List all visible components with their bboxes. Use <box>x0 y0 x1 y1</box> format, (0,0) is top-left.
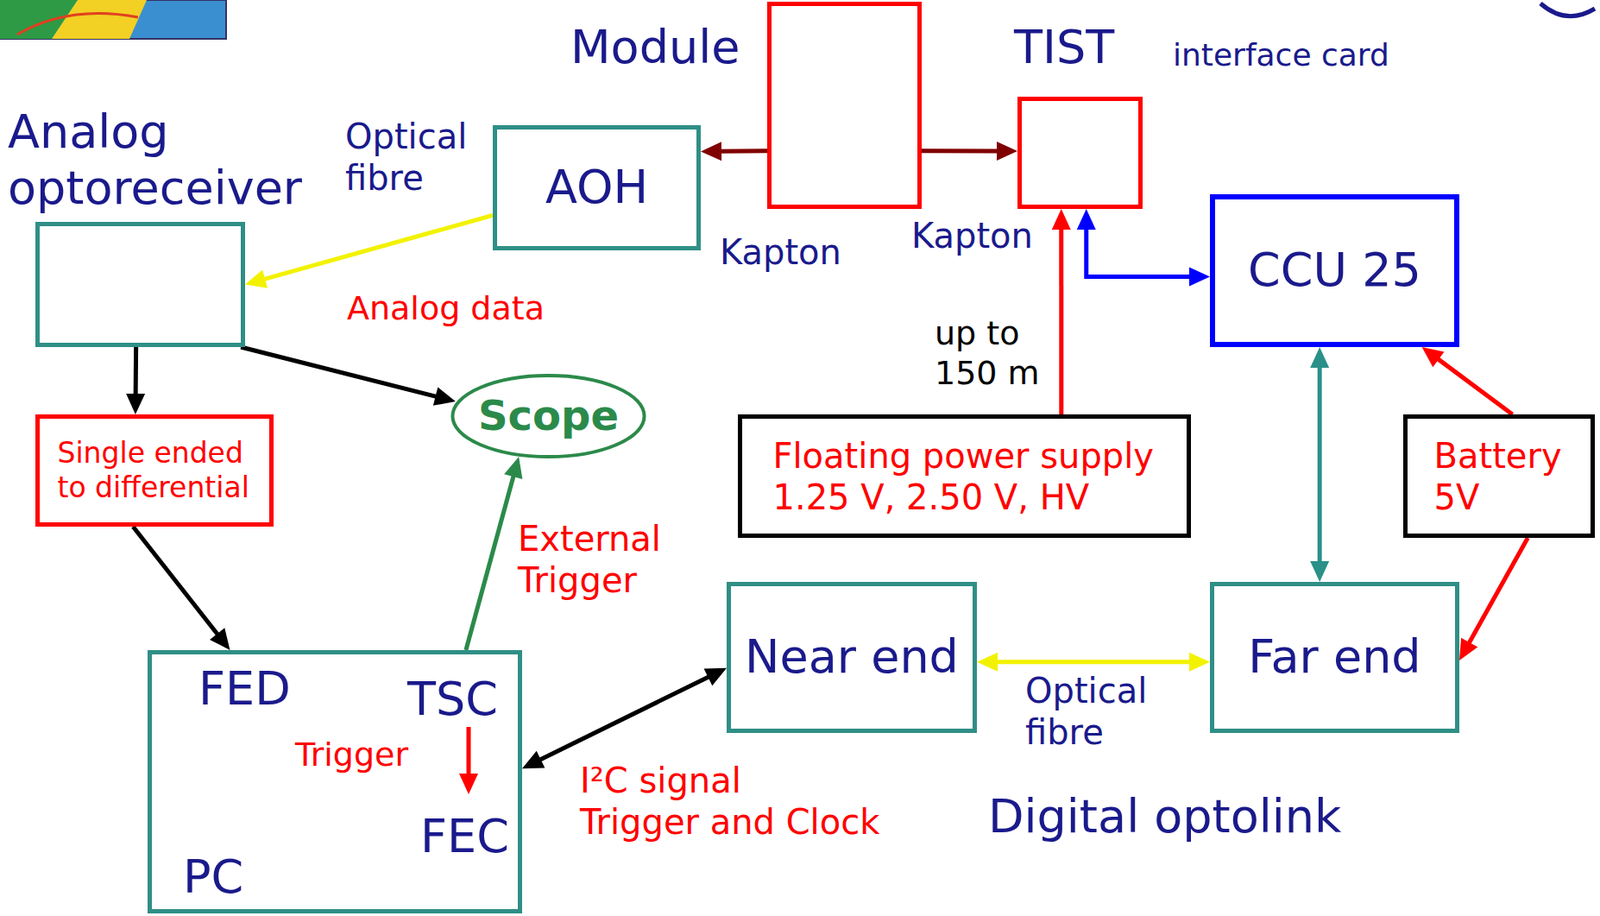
connector <box>245 214 493 288</box>
aoh-box: AOH <box>492 125 701 251</box>
arrow-head <box>433 386 456 405</box>
connector-line <box>921 148 999 153</box>
box-label: CCU 25 <box>1247 242 1422 299</box>
arrow-head <box>700 141 722 161</box>
edge-label: Kapton <box>719 231 842 273</box>
box-label: Battery 5V <box>1434 434 1565 518</box>
logo-stroke <box>17 13 139 36</box>
connector-line <box>263 214 493 279</box>
arrow-head <box>704 667 727 686</box>
arrow-head <box>522 750 545 769</box>
connector <box>522 667 727 769</box>
edge-label: Optical fibre <box>345 115 470 199</box>
module-box: Module <box>767 1 922 209</box>
connector-line <box>1436 358 1512 415</box>
arrow-head <box>1310 560 1330 582</box>
connector-line <box>133 346 139 396</box>
arrow-head <box>245 269 268 288</box>
module-name: FED <box>198 661 291 718</box>
arrow-head <box>1051 208 1071 230</box>
interface-card-box: TISTinterface card <box>1017 96 1143 209</box>
connector <box>132 526 230 650</box>
far-end-box: Far end <box>1209 581 1460 733</box>
connector <box>976 652 1210 672</box>
logo-frame <box>0 0 227 39</box>
connector-line <box>995 659 1191 664</box>
connector <box>1051 208 1071 415</box>
power-supply-box: Floating power supply 1.25 V, 2.50 V, HV <box>737 414 1191 538</box>
connector <box>1422 346 1513 415</box>
battery-box: Battery 5V <box>1403 414 1595 538</box>
arrow-head <box>976 652 998 672</box>
arrow-head <box>503 456 523 479</box>
signal-note: Analog data <box>346 289 545 329</box>
box-label: Near end <box>744 629 959 686</box>
connector-line <box>719 148 768 153</box>
box-label: Single ended to differential <box>57 435 252 504</box>
logo-arc <box>1540 3 1595 17</box>
edge-label: I²C signal Trigger and Clock <box>579 759 882 843</box>
ccu-box: CCU 25 <box>1209 194 1460 347</box>
connector <box>921 141 1018 161</box>
arrow-head <box>996 141 1018 161</box>
connector-line <box>1086 227 1191 278</box>
box-label: Scope <box>478 390 619 441</box>
connector <box>700 141 768 161</box>
arrow-head <box>1310 346 1330 368</box>
connector <box>466 456 523 650</box>
edge-label: External Trigger <box>517 517 663 601</box>
connector <box>1077 208 1210 287</box>
box-label: PC <box>182 849 244 906</box>
connector <box>1310 346 1330 582</box>
module-name: TSC <box>407 671 498 728</box>
signal-name: Trigger <box>295 735 409 775</box>
connector-line <box>1058 227 1064 415</box>
arrow-head <box>209 627 230 650</box>
box-heading: TIST <box>1014 19 1115 76</box>
connector <box>125 346 145 415</box>
arrow-head <box>1189 652 1210 672</box>
connector-line <box>539 675 711 760</box>
ellipse-shape <box>452 375 644 457</box>
edge-label: up to 150 m <box>934 314 1042 393</box>
scope-ellipse: Scope <box>449 372 648 460</box>
edge-label: Kapton <box>911 214 1034 257</box>
box-subheading: interface card <box>1172 36 1390 74</box>
box-heading: Analog optoreceiver <box>7 104 305 217</box>
arrow-head <box>1422 346 1445 367</box>
connector-line <box>466 474 514 650</box>
pc-box: FED TSC TriggerFEC PC <box>147 649 523 914</box>
connector-line <box>1468 537 1529 644</box>
connector-line <box>1317 365 1323 563</box>
connector-line <box>132 526 219 636</box>
line-break-spacer <box>742 759 882 800</box>
logo-patch <box>51 0 147 39</box>
converter-box: Single ended to differential <box>35 414 274 527</box>
internal-trigger-head <box>459 773 479 794</box>
connector <box>1459 537 1528 661</box>
edge-label: Optical fibre <box>1025 669 1150 753</box>
optoreceiver-box: Analog optoreceiver <box>35 221 246 347</box>
module-name: FEC <box>420 808 510 865</box>
arrow-head <box>1459 637 1478 661</box>
internal-trigger-line <box>466 726 472 775</box>
box-label: Floating power supply 1.25 V, 2.50 V, HV <box>773 434 1157 518</box>
connector <box>240 346 456 406</box>
box-label: Far end <box>1247 629 1421 686</box>
arrow-head <box>1189 267 1210 287</box>
arrow-head <box>125 393 145 415</box>
connector-line <box>240 346 437 397</box>
box-label: AOH <box>545 159 649 216</box>
arrow-head <box>1077 208 1097 230</box>
section-title: Digital optolink <box>988 788 1342 845</box>
near-end-box: Near end <box>726 581 977 733</box>
box-heading: Module <box>570 19 740 76</box>
